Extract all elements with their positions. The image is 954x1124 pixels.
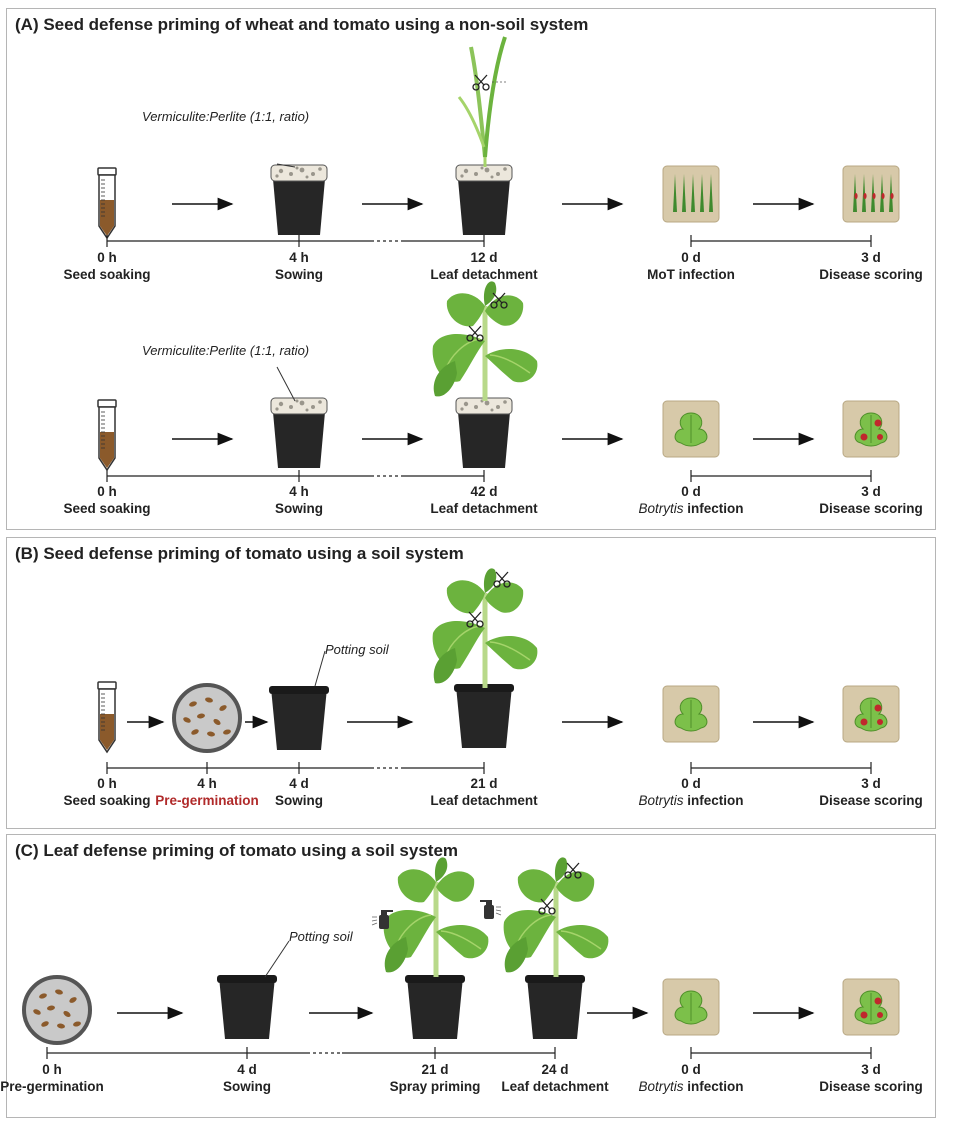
panel-a-title: (A) Seed defense priming of wheat and to… [15, 15, 589, 34]
soil-note: Potting soil [289, 929, 353, 944]
leaf-tray-icon [662, 400, 720, 458]
tube-icon [97, 681, 117, 753]
tube-icon [97, 167, 117, 239]
substrate-note: Vermiculite:Perlite (1:1, ratio) [142, 109, 310, 124]
pot-icon [525, 975, 585, 1039]
petri-dish-icon [22, 975, 92, 1045]
panel-b-artwork [97, 538, 935, 774]
panel-a-artwork [97, 35, 935, 482]
panel-b: (B) Seed defense priming of tomato using… [6, 537, 936, 829]
tomato-plant-icon [384, 857, 489, 977]
leaf-tray-icon [843, 979, 899, 1035]
leaf-tray-icon [662, 165, 720, 223]
panel-a: (A) Seed defense priming of wheat and to… [6, 8, 936, 530]
panel-c: (C) Leaf defense priming of tomato using… [0, 834, 936, 1118]
pot-icon [455, 164, 513, 236]
panel-c-title: (C) Leaf defense priming of tomato using… [15, 841, 459, 860]
tube-icon [97, 399, 117, 471]
leaf-tray-icon [843, 166, 899, 222]
pot-icon [455, 397, 513, 469]
pot-icon [270, 397, 328, 469]
leaf-tray-icon [662, 978, 720, 1036]
petri-dish-icon [172, 683, 242, 753]
pot-icon [454, 684, 514, 748]
tomato-plant-icon [433, 568, 538, 688]
leaf-tray-icon [843, 686, 899, 742]
panel-b-title: (B) Seed defense priming of tomato using… [15, 544, 464, 563]
tomato-plant-icon [504, 857, 609, 977]
leaf-tray-icon [843, 401, 899, 457]
pot-icon [270, 164, 328, 236]
leaf-tray-icon [662, 685, 720, 743]
wheat-icon [457, 35, 507, 169]
pot-icon [405, 975, 465, 1039]
tomato-plant-icon [433, 281, 538, 401]
pot-icon [217, 975, 277, 1039]
soil-note: Potting soil [325, 642, 389, 657]
pot-icon [269, 686, 329, 750]
panel-c-artwork [22, 835, 935, 1059]
substrate-note: Vermiculite:Perlite (1:1, ratio) [142, 343, 310, 358]
spray-icon [479, 899, 502, 920]
